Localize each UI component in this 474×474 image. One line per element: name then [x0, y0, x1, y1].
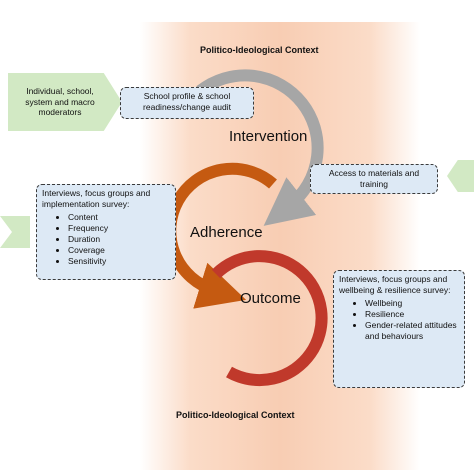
school-profile-text: School profile & school readiness/change… [143, 91, 231, 113]
list-item: Gender-related attitudes and behaviours [365, 320, 459, 342]
adherence-label: Adherence [190, 224, 263, 241]
list-item: Content [68, 212, 170, 223]
list-item: Sensitivity [68, 256, 170, 267]
outcome-methods-intro: Interviews, focus groups and wellbeing &… [339, 274, 451, 296]
adherence-methods-box: Interviews, focus groups and implementat… [36, 184, 176, 280]
outcome-methods-box: Interviews, focus groups and wellbeing &… [333, 270, 465, 388]
moderators-text: Individual, school, system and macro mod… [25, 86, 95, 118]
adherence-methods-list: Content Frequency Duration Coverage Sens… [42, 212, 170, 267]
outcome-methods-list: Wellbeing Resilience Gender-related atti… [339, 298, 459, 342]
intervention-label: Intervention [229, 128, 308, 145]
outcome-label: Outcome [240, 290, 301, 307]
moderators-shape: Individual, school, system and macro mod… [8, 73, 122, 131]
context-label-bottom: Politico-Ideological Context [176, 410, 295, 420]
list-item: Duration [68, 234, 170, 245]
school-profile-box: School profile & school readiness/change… [120, 87, 254, 119]
access-materials-text: Access to materials and training [328, 168, 420, 190]
list-item: Frequency [68, 223, 170, 234]
access-materials-box: Access to materials and training [310, 164, 438, 194]
list-item: Coverage [68, 245, 170, 256]
list-item: Resilience [365, 309, 459, 320]
list-item: Wellbeing [365, 298, 459, 309]
adherence-arc [164, 162, 277, 309]
outcome-arc [211, 250, 328, 387]
context-label-top: Politico-Ideological Context [200, 45, 319, 55]
adherence-methods-intro: Interviews, focus groups and implementat… [42, 188, 151, 210]
